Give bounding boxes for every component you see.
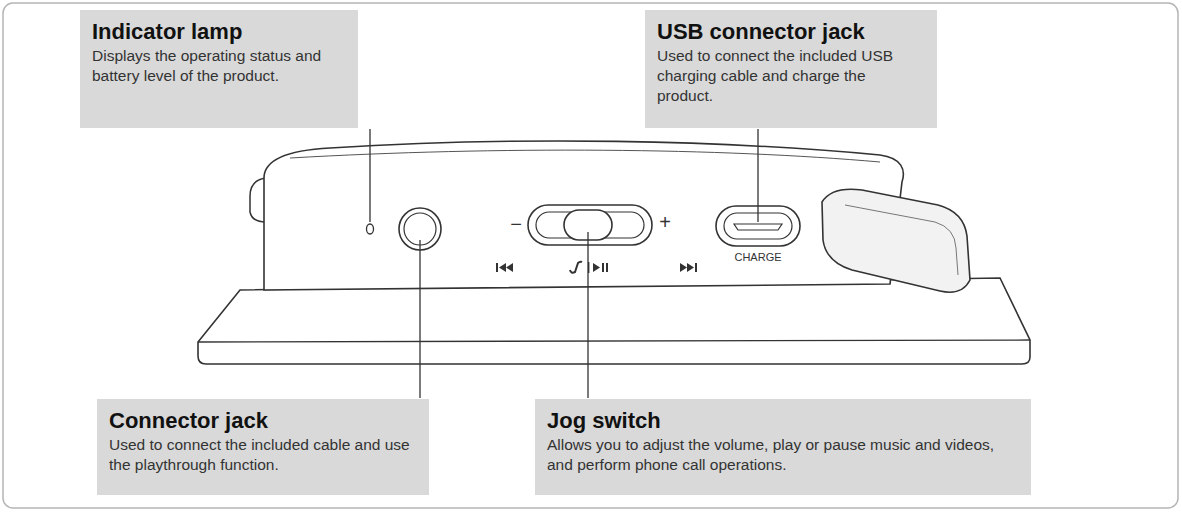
housing	[264, 141, 903, 290]
housing-edge	[290, 150, 880, 162]
base-plate	[198, 278, 1030, 364]
callout-box: USB connector jackUsed to connect the in…	[645, 10, 937, 128]
callout-box: Jog switchAllows you to adjust the volum…	[535, 399, 1031, 495]
clip	[822, 189, 970, 292]
base-edge	[198, 340, 1030, 342]
frame	[3, 3, 1178, 508]
usb-port	[734, 224, 782, 230]
clip-edge	[845, 205, 958, 275]
plus-sign: +	[659, 212, 671, 232]
indicator-lamp	[367, 224, 374, 234]
leader-lines	[370, 129, 758, 398]
minus-sign: −	[510, 214, 522, 234]
callout-text: Displays the operating status and batter…	[92, 46, 346, 86]
callout-title: Indicator lamp	[92, 18, 346, 45]
callout-title: USB connector jack	[657, 18, 925, 45]
jog-slot	[528, 205, 652, 245]
callout-box: Connector jackUsed to connect the includ…	[97, 399, 429, 495]
phone-play-icon	[570, 262, 608, 273]
callout-title: Jog switch	[547, 407, 1019, 434]
port-label: CHARGE	[734, 252, 781, 263]
callout-text: Allows you to adjust the volume, play or…	[547, 435, 1019, 475]
callout-title: Connector jack	[109, 407, 417, 434]
callout-box: Indicator lampDisplays the operating sta…	[80, 10, 358, 128]
callout-text: Used to connect the included cable and u…	[109, 435, 417, 475]
callout-text: Used to connect the included USB chargin…	[657, 46, 925, 106]
previous-icon	[496, 263, 513, 272]
next-icon	[680, 263, 697, 272]
